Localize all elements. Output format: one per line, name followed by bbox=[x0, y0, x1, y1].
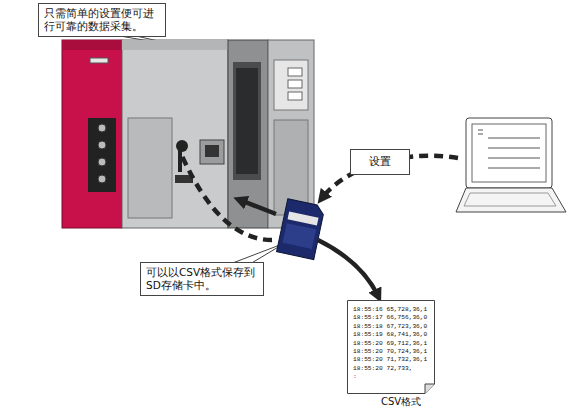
callout-tail bbox=[230, 243, 285, 264]
callout-box: 可以以CSV格式保存到SD存储卡中。 bbox=[140, 262, 264, 296]
format-caption: CSV格式 bbox=[347, 398, 455, 406]
csv-row: 18:55:20 71,732,36,1 bbox=[353, 356, 430, 364]
node-text: 设置 bbox=[369, 155, 391, 169]
csv-document: 18:55:16 65,728,36,118:55:17 66,756,36,0… bbox=[347, 300, 435, 394]
csv-row: : bbox=[353, 373, 430, 381]
csv-row: 18:55:16 65,728,36,1 bbox=[353, 306, 430, 314]
node-text: 可以以CSV格式保存到SD存储卡中。 bbox=[146, 266, 258, 292]
plc-unit bbox=[62, 40, 314, 228]
laptop bbox=[456, 118, 566, 212]
folded-corner bbox=[425, 384, 435, 394]
callout-box: 只需简单的设置便可进行可靠的数据采集。 bbox=[38, 3, 166, 37]
csv-row: 18:55:20 72,733, bbox=[353, 365, 430, 373]
sd-card bbox=[277, 199, 325, 260]
setting-arrow bbox=[322, 156, 458, 198]
document-border bbox=[348, 301, 435, 394]
save-arrow bbox=[318, 240, 378, 296]
csv-row: 18:55:20 70,724,36,1 bbox=[353, 348, 430, 356]
label-box: 设置 bbox=[350, 149, 410, 175]
insert-arrow bbox=[182, 156, 272, 240]
insert-arrow bbox=[240, 200, 276, 214]
node-text: 只需简单的设置便可进行可靠的数据采集。 bbox=[44, 7, 160, 33]
csv-row: 18:55:20 69,712,36,1 bbox=[353, 340, 430, 348]
csv-row: 18:55:17 66,756,36,0 bbox=[353, 314, 430, 322]
document-outline bbox=[347, 300, 435, 394]
csv-row: 18:55:18 67,723,36,0 bbox=[353, 323, 430, 331]
csv-row: 18:55:19 68,741,36,0 bbox=[353, 331, 430, 339]
